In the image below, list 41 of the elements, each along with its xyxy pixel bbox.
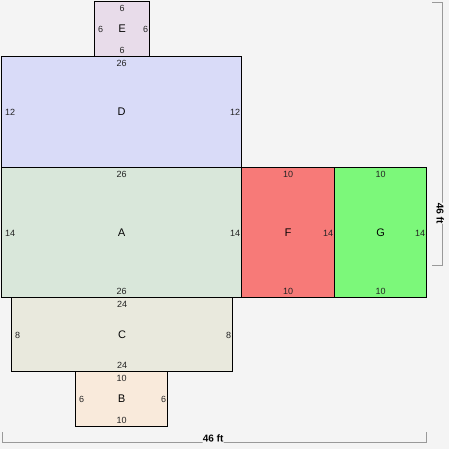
- dimension-label: 6: [160, 394, 166, 404]
- dimension-label: 26: [116, 286, 126, 296]
- dimension-label: 46 ft: [202, 434, 224, 444]
- dimension-label: 8: [226, 330, 231, 340]
- dimension-label: 24: [117, 299, 127, 309]
- dimension-label: 6: [142, 24, 148, 34]
- room-area: [241, 167, 335, 298]
- dimension-label: 26: [116, 58, 126, 68]
- dimension-label: 12: [5, 107, 16, 117]
- dimension-label: 24: [117, 360, 127, 370]
- dimension-label: 14: [5, 228, 16, 238]
- room-label: D: [118, 107, 126, 117]
- room-area: [1, 167, 242, 298]
- dimension-label: 6: [98, 24, 104, 34]
- dimension-label: 14: [230, 228, 240, 238]
- dimension-label: 6: [120, 45, 124, 55]
- dimension-label: 10: [283, 286, 293, 296]
- dimension-label: 10: [116, 415, 126, 425]
- room-area: [11, 297, 233, 372]
- room-label: B: [118, 394, 126, 404]
- room-label: G: [376, 228, 385, 238]
- dimension-label: 10: [116, 373, 126, 383]
- dimension-label: 10: [376, 169, 386, 179]
- room-area: [334, 167, 427, 298]
- room-label: A: [118, 228, 126, 238]
- dimension-label: 10: [376, 286, 386, 296]
- dimension-label: 10: [283, 169, 293, 179]
- room-label: F: [284, 228, 292, 238]
- dimension-label: 6: [79, 394, 84, 404]
- room-area: [94, 1, 150, 57]
- room-area: [75, 371, 168, 427]
- dimension-label: 26: [116, 169, 126, 179]
- room-area: [1, 56, 242, 168]
- dimension-label: 14: [414, 228, 425, 238]
- room-label: C: [118, 330, 126, 340]
- dimension-label: 8: [15, 330, 20, 340]
- dimension-label: 12: [230, 107, 240, 117]
- dimension-label: 46 ft: [434, 202, 444, 224]
- dimension-label: 14: [322, 228, 333, 238]
- room-label: E: [118, 24, 126, 34]
- dimension-label: 6: [120, 3, 124, 13]
